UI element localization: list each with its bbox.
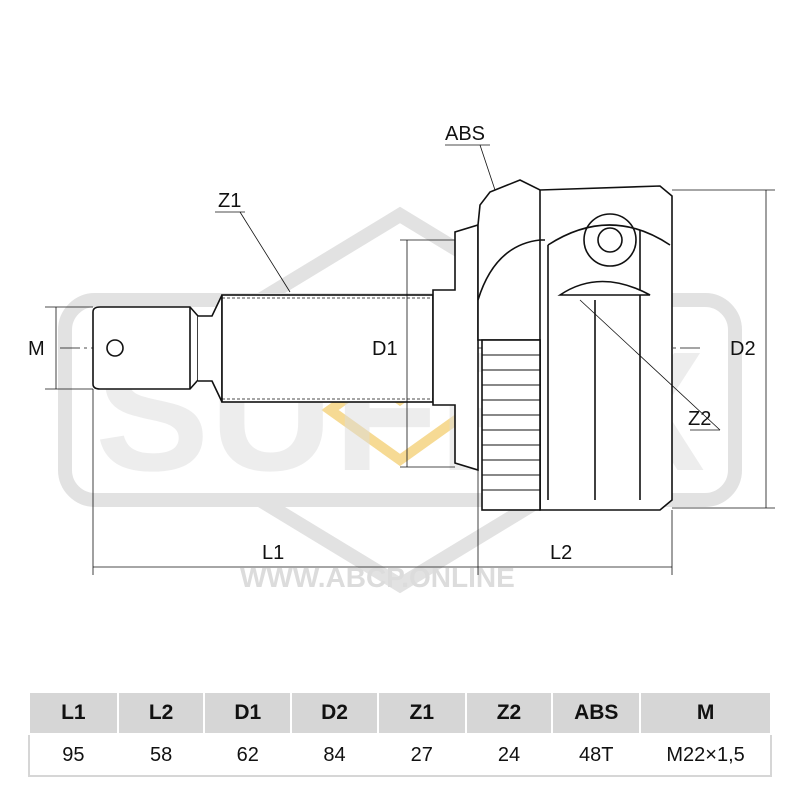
specs-table: L1 L2 D1 D2 Z1 Z2 ABS M 95 58 62 84 27 2… [28,691,772,777]
value-l2: 58 [116,733,206,777]
header-l1: L1 [28,691,119,735]
label-d1: D1 [372,338,398,360]
label-z1: Z1 [218,190,241,212]
label-abs: ABS [445,123,485,145]
header-abs: ABS [551,691,642,735]
dimension-lines [45,144,775,575]
value-abs: 48T [551,733,642,777]
header-d1: D1 [203,691,293,735]
part-outline [60,179,700,511]
value-d2: 84 [290,733,379,777]
cv-joint-drawing: SUFFIX WWW.ABCP.ONLINE [28,123,775,594]
header-m: M [639,691,772,735]
header-d2: D2 [290,691,379,735]
label-d2: D2 [730,338,756,360]
label-z2: Z2 [688,408,711,430]
value-m: M22×1,5 [639,733,772,777]
value-z2: 24 [464,733,554,777]
value-d1: 62 [203,733,293,777]
header-z1: Z1 [376,691,467,735]
value-l1: 95 [28,733,119,777]
value-z1: 27 [376,733,467,777]
label-m: M [28,338,45,360]
specs-header-row: L1 L2 D1 D2 Z1 Z2 ABS M [28,691,772,735]
header-z2: Z2 [464,691,554,735]
label-l1: L1 [262,542,284,564]
label-l2: L2 [550,542,572,564]
specs-value-row: 95 58 62 84 27 24 48T M22×1,5 [28,733,772,777]
header-l2: L2 [116,691,206,735]
